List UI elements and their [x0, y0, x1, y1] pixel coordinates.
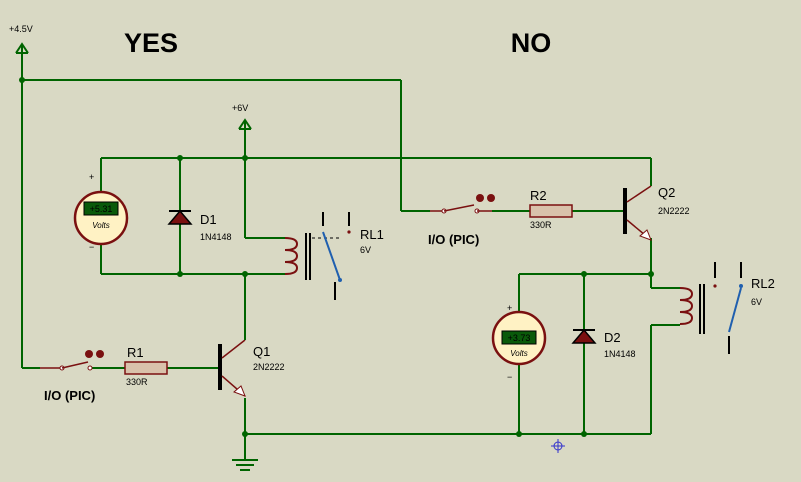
meter-reading: +3.73: [508, 333, 531, 343]
meter-display: [83, 201, 119, 216]
ground-icon: [232, 459, 258, 471]
toggle-buttons-icon[interactable]: [476, 194, 495, 202]
component-name: RL1: [360, 227, 384, 242]
junction-dot: [242, 155, 248, 161]
supply-label: +6V: [232, 103, 248, 113]
npn-transistor-icon: [218, 330, 246, 397]
supply-terminal-6v: +6V: [232, 103, 252, 134]
component-name: D2: [604, 330, 621, 345]
resistor-r2[interactable]: R2 330R: [529, 188, 573, 230]
junctions: [19, 77, 654, 437]
component-name: Q2: [658, 185, 675, 200]
power-arrow-icon: [15, 42, 29, 70]
meter-plus: +: [89, 172, 94, 182]
component-name: R1: [127, 345, 144, 360]
component-name: RL2: [751, 276, 775, 291]
component-part: 2N2222: [253, 362, 285, 372]
resistor-icon: [124, 361, 168, 375]
switch-label: I/O (PIC): [44, 388, 95, 403]
diode-icon: [571, 328, 597, 344]
power-arrow-icon: [238, 118, 252, 134]
no-heading: NO: [511, 28, 552, 58]
supply-terminal-4v5: +4.5V: [9, 24, 33, 70]
meter-reading: +5.31: [90, 204, 113, 214]
junction-dot: [581, 271, 587, 277]
component-part: 1N4148: [200, 232, 232, 242]
component-value: 6V: [751, 297, 762, 307]
junction-dot: [516, 431, 522, 437]
component-value: 330R: [126, 377, 148, 387]
meter-plus: +: [507, 303, 512, 313]
junction-dot: [177, 155, 183, 161]
voltmeter-left[interactable]: +5.31 Volts + −: [73, 172, 129, 252]
crosshair-icon: [551, 439, 565, 453]
resistor-icon: [529, 204, 573, 218]
meter-unit: Volts: [510, 349, 528, 358]
supply-label: +4.5V: [9, 24, 33, 34]
junction-dot: [648, 271, 654, 277]
diode-d2[interactable]: D2 1N4148: [571, 328, 636, 359]
component-value: 330R: [530, 220, 552, 230]
junction-dot: [19, 77, 25, 83]
toggle-buttons-icon[interactable]: [85, 350, 104, 358]
meter-minus: −: [89, 242, 94, 252]
meter-minus: −: [507, 372, 512, 382]
resistor-r1[interactable]: R1 330R: [124, 345, 168, 387]
meter-display: [501, 330, 537, 345]
relay-coil-icon: [679, 287, 694, 325]
transistor-q1[interactable]: Q1 2N2222: [218, 330, 285, 397]
npn-transistor-icon: [623, 185, 652, 241]
component-part: 1N4148: [604, 349, 636, 359]
component-value: 6V: [360, 245, 371, 255]
component-part: 2N2222: [658, 206, 690, 216]
relay-contact-icon: [322, 212, 350, 300]
switch-label: I/O (PIC): [428, 232, 479, 247]
junction-dot: [177, 271, 183, 277]
diode-d1[interactable]: D1 1N4148: [167, 209, 232, 242]
relay-contact-icon: [714, 262, 742, 354]
junction-dot: [242, 271, 248, 277]
meter-unit: Volts: [92, 221, 110, 230]
diode-icon: [167, 209, 193, 225]
relay-armature: [322, 231, 341, 281]
transistor-q2[interactable]: Q2 2N2222: [623, 185, 690, 241]
relay-armature: [728, 287, 742, 333]
relay-rl2[interactable]: RL2 6V: [679, 262, 775, 354]
component-name: D1: [200, 212, 217, 227]
component-name: Q1: [253, 344, 270, 359]
yes-heading: YES: [124, 28, 178, 58]
junction-dot: [242, 431, 248, 437]
voltmeter-right[interactable]: +3.73 Volts + −: [491, 303, 547, 382]
relay-coil-icon: [284, 237, 299, 275]
switch-left[interactable]: I/O (PIC): [40, 350, 104, 403]
junction-dot: [581, 431, 587, 437]
component-name: R2: [530, 188, 547, 203]
relay-rl1[interactable]: RL1 6V: [284, 212, 384, 300]
switch-right[interactable]: I/O (PIC): [428, 194, 495, 247]
